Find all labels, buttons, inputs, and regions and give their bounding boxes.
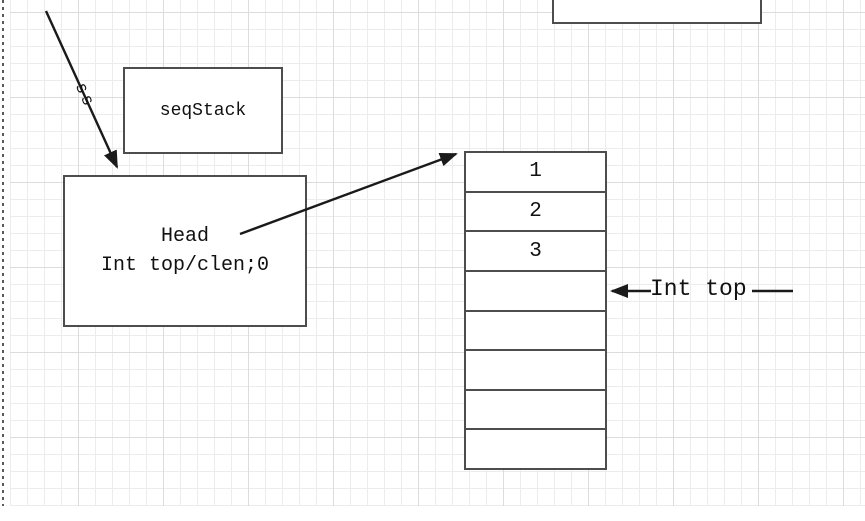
stack-cell-2[interactable]: 3 [466, 232, 605, 272]
stack-array[interactable]: 1 2 3 [464, 151, 607, 470]
head-box-subtitle: Int top/clen;0 [100, 254, 270, 277]
stack-cell-5[interactable] [466, 351, 605, 391]
head-box[interactable]: Head Int top/clen;0 [63, 175, 307, 327]
stack-cell-4[interactable] [466, 312, 605, 352]
seqstack-box[interactable]: seqStack [123, 67, 283, 154]
stack-cell-0[interactable]: 1 [466, 153, 605, 193]
stack-cell-6[interactable] [466, 391, 605, 431]
page-margin-dashed-line [2, 0, 4, 506]
stack-cell-7[interactable] [466, 430, 605, 468]
stack-cell-1[interactable]: 2 [466, 193, 605, 233]
seqstack-box-label: seqStack [159, 100, 247, 121]
partial-box-top[interactable] [552, 0, 762, 24]
stack-cell-3[interactable] [466, 272, 605, 312]
int-top-label: Int top [650, 276, 747, 302]
head-box-title: Head [160, 225, 209, 248]
